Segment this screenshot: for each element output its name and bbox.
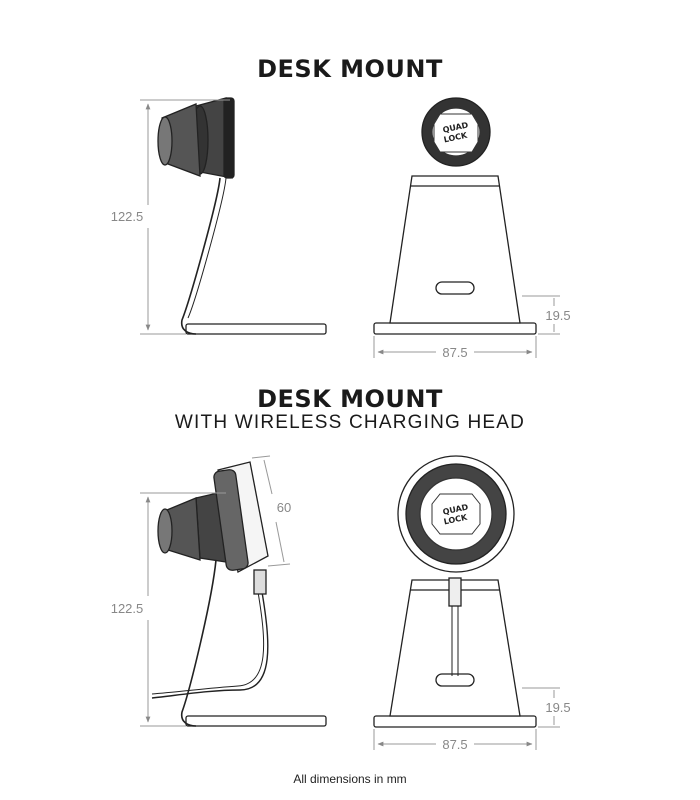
base-width-dimension-line	[373, 336, 537, 358]
section2-subtitle: WITH WIRELESS CHARGING HEAD	[174, 412, 526, 433]
charging-head-label: 60	[277, 500, 291, 515]
base-width-dimension-line-2	[373, 729, 537, 750]
desk-mount-side-view	[157, 97, 327, 335]
height-dimension-line	[140, 99, 230, 335]
height-label-2: 122.5	[111, 601, 144, 616]
wireless-mount-front-view	[373, 455, 537, 728]
height-dimension-line-2	[140, 492, 226, 727]
wireless-mount-side-view	[151, 461, 327, 727]
base-height-label: 19.5	[545, 308, 570, 323]
base-height-label-2: 19.5	[545, 700, 570, 715]
height-label: 122.5	[111, 209, 144, 224]
charging-head-dimension-line	[251, 455, 291, 567]
desk-mount-front-view	[373, 97, 537, 335]
dimensions-note: All dimensions in mm	[293, 772, 407, 786]
section2-title: DESK MOUNT	[257, 385, 443, 413]
base-width-label-2: 87.5	[442, 737, 467, 752]
base-width-label: 87.5	[442, 345, 467, 360]
section1-title: DESK MOUNT	[257, 55, 443, 83]
base-height-dimension-line	[522, 295, 560, 335]
base-height-dimension-line-2	[522, 687, 560, 728]
